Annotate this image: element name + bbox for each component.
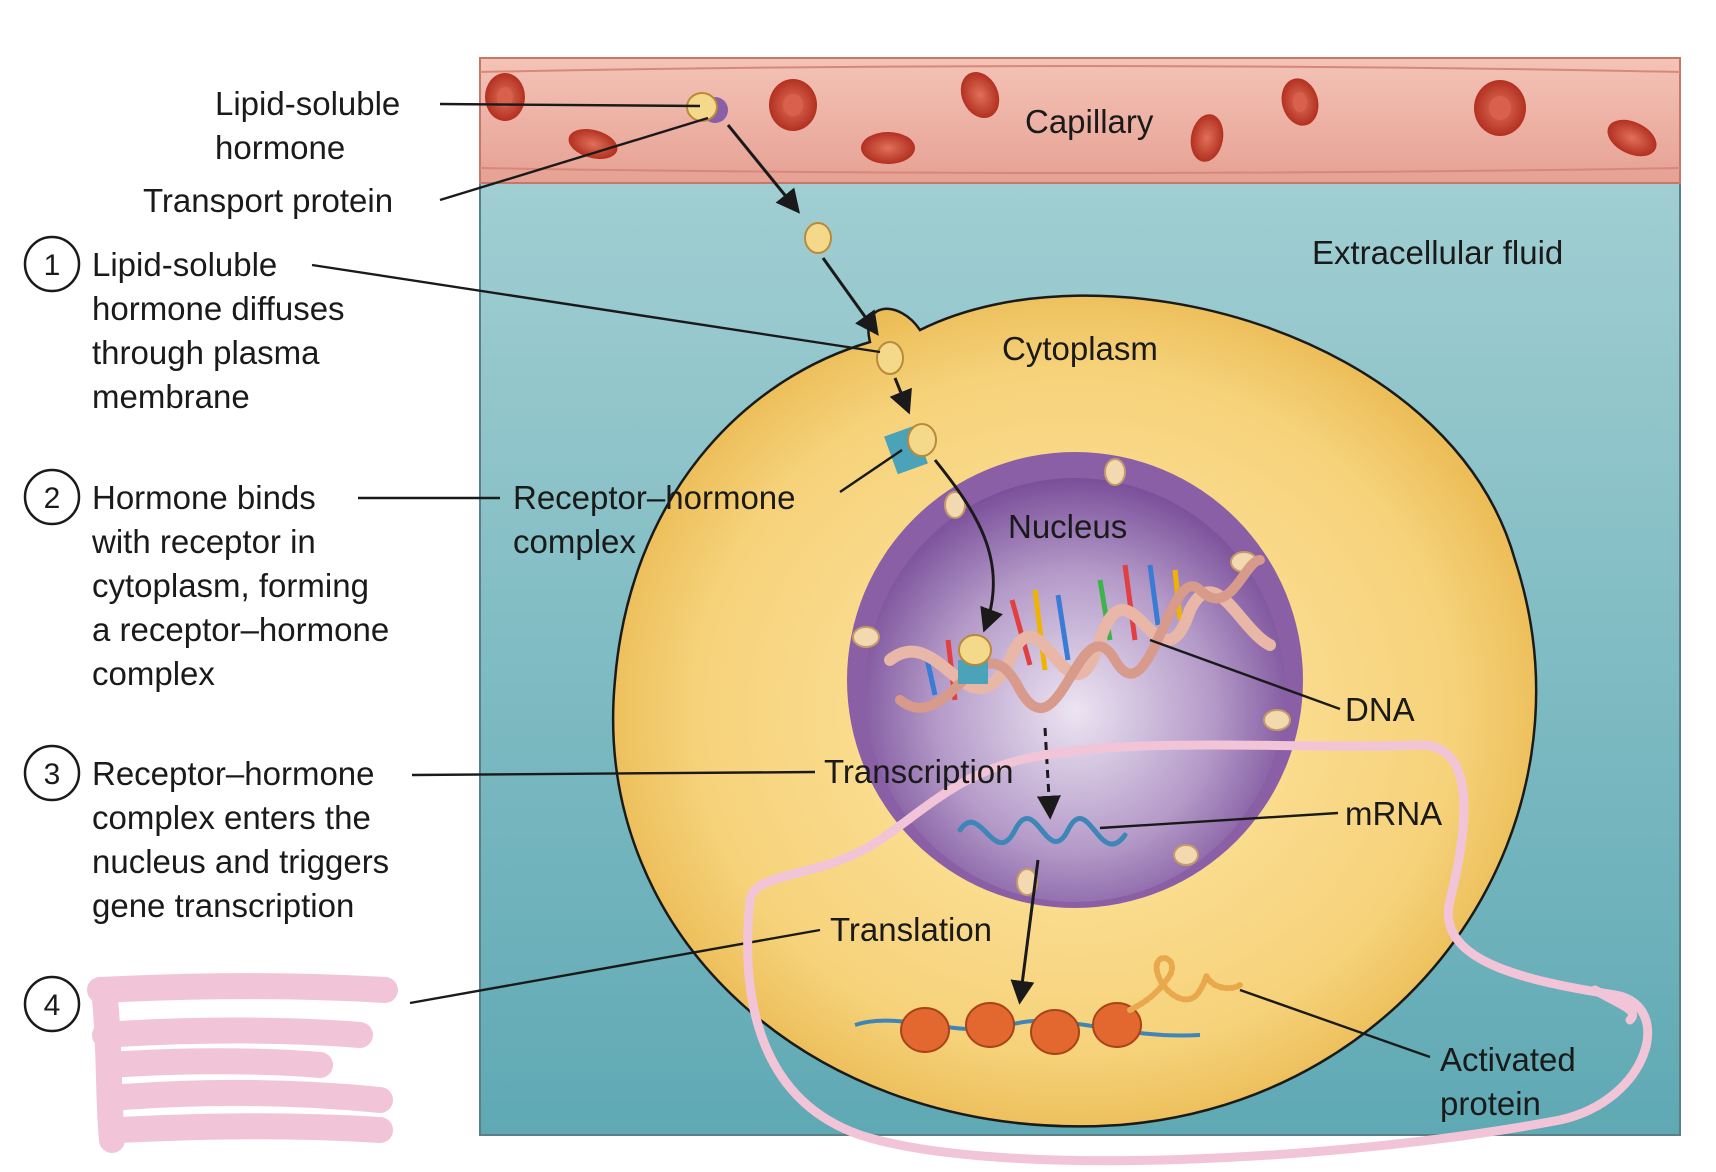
label-transport-protein: Transport protein: [143, 182, 393, 219]
receptor-hormone-on-dna: [958, 634, 992, 684]
label-mrna: mRNA: [1345, 795, 1442, 832]
svg-text:Receptor–hormone: Receptor–hormone: [92, 755, 375, 792]
svg-text:complex enters the: complex enters the: [92, 799, 371, 836]
hormone-molecule: [804, 222, 832, 254]
receptor-hormone-complex: [884, 423, 937, 475]
label-transcription: Transcription: [824, 753, 1014, 790]
step-4-marker: 4: [23, 975, 81, 1033]
svg-text:Hormone binds: Hormone binds: [92, 479, 316, 516]
label-lipid-soluble-hormone-line2: hormone: [215, 129, 345, 166]
svg-text:through plasma: through plasma: [92, 334, 320, 371]
step-3-marker: 3: [23, 744, 81, 802]
hormone-molecule: [876, 341, 904, 375]
capillary: [479, 57, 1681, 184]
pathway-arrows: [726, 124, 1061, 1005]
label-activated-protein-line2: protein: [1440, 1085, 1541, 1122]
svg-text:nucleus and triggers: nucleus and triggers: [92, 843, 389, 880]
svg-text:with receptor in: with receptor in: [91, 523, 316, 560]
svg-text:gene transcription: gene transcription: [92, 887, 354, 924]
label-nucleus: Nucleus: [1008, 508, 1127, 545]
label-lipid-soluble-hormone: Lipid-soluble: [215, 85, 400, 122]
label-cytoplasm: Cytoplasm: [1002, 330, 1158, 367]
highlight-loop: [743, 740, 1653, 1166]
label-receptor-hormone-complex-line2: complex: [513, 523, 636, 560]
svg-text:1: 1: [44, 249, 61, 282]
svg-text:cytoplasm, forming: cytoplasm, forming: [92, 567, 369, 604]
nucleus: [847, 452, 1303, 908]
svg-text:4: 4: [44, 989, 61, 1022]
svg-text:a receptor–hormone: a receptor–hormone: [92, 611, 389, 648]
label-dna: DNA: [1345, 691, 1415, 728]
svg-text:2: 2: [44, 482, 61, 515]
svg-text:3: 3: [44, 758, 61, 791]
step-2-text: Hormone binds with receptor in cytoplasm…: [91, 479, 389, 692]
svg-text:complex: complex: [92, 655, 215, 692]
label-translation: Translation: [830, 911, 992, 948]
label-capillary: Capillary: [1025, 103, 1154, 140]
label-activated-protein: Activated: [1440, 1041, 1576, 1078]
step-markers: 1 2 3 4: [23, 235, 81, 1033]
protein-chain: [1127, 955, 1243, 1013]
svg-text:Lipid-soluble: Lipid-soluble: [92, 246, 277, 283]
ribosomes: [854, 1002, 1201, 1055]
step-3-text: Receptor–hormone complex enters the nucl…: [92, 755, 389, 924]
redaction-scribble: [87, 973, 398, 1153]
svg-text:hormone diffuses: hormone diffuses: [92, 290, 345, 327]
label-receptor-hormone-complex: Receptor–hormone: [513, 479, 796, 516]
mrna-strand: [957, 816, 1128, 847]
step-1-text: Lipid-soluble hormone diffuses through p…: [92, 246, 345, 415]
step-2-marker: 2: [23, 468, 81, 526]
highlight-loop-tail: [1590, 985, 1637, 1025]
red-blood-cells: [485, 71, 1657, 164]
label-extracellular-fluid: Extracellular fluid: [1312, 234, 1563, 271]
step-1-marker: 1: [23, 235, 81, 293]
svg-text:membrane: membrane: [92, 378, 250, 415]
